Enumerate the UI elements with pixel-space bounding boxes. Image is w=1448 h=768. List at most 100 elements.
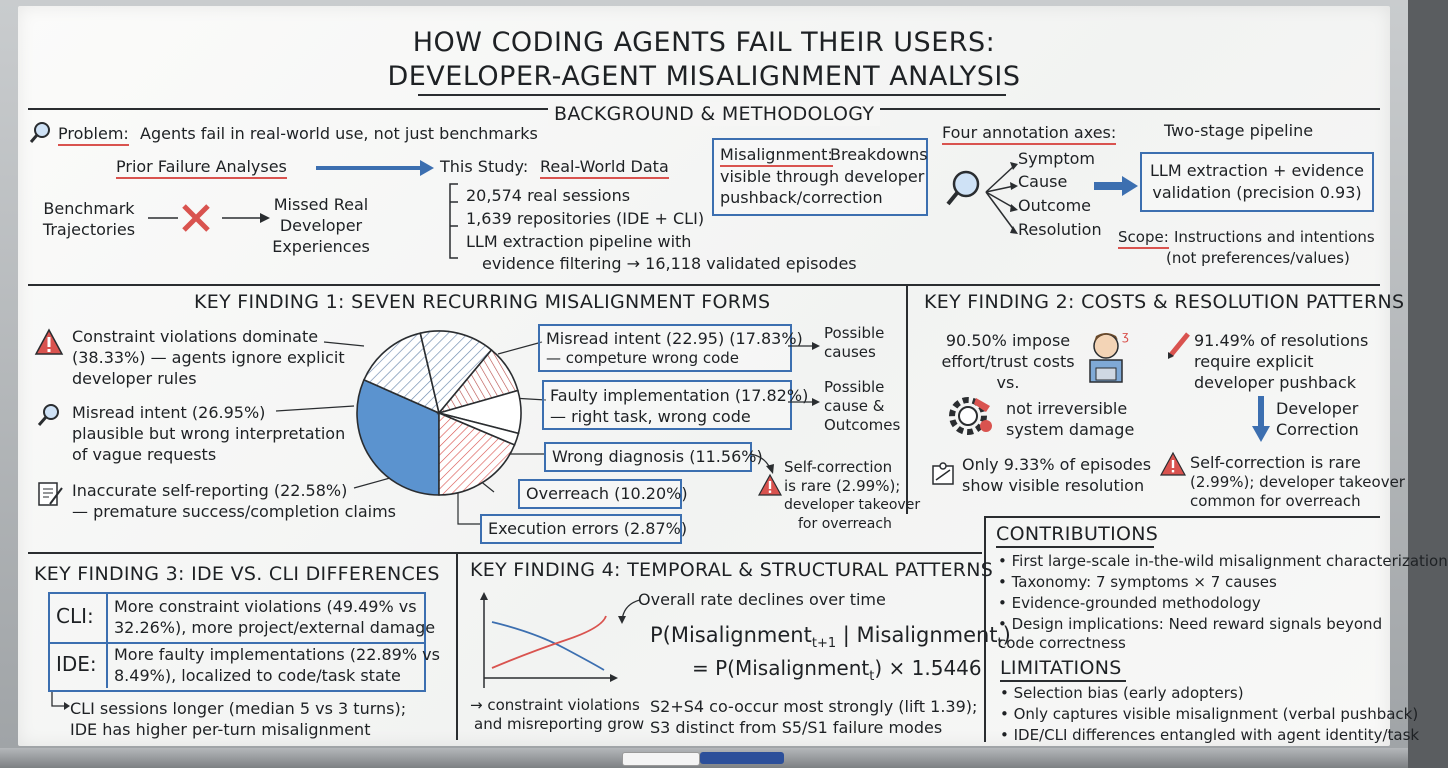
eq1-mid: | Misalignment bbox=[836, 623, 998, 647]
cooccur-text: S2+S4 co-occur most strongly (lift 1.39)… bbox=[650, 696, 977, 738]
possible1-line-2: causes bbox=[824, 343, 876, 361]
decline-pointer-arrow bbox=[618, 599, 641, 624]
problem-text: Agents fail in real-world use, not just … bbox=[140, 124, 538, 143]
selfcorr-line-4: for overreach bbox=[798, 516, 892, 532]
contribution-1: • First large-scale in-the-wild misalign… bbox=[998, 552, 1448, 570]
cost-line-2: effort/trust costs bbox=[941, 352, 1075, 371]
misalignment-definition-box: Misalignment: Breakdowns visible through… bbox=[712, 138, 928, 216]
bottom-top-rule bbox=[28, 552, 982, 554]
contribution-4a: • Design implications: Need reward signa… bbox=[998, 615, 1383, 633]
axis-resolution: Resolution bbox=[1018, 220, 1102, 239]
equation-line-1: P(Misalignmentt+1 | Misalignmentt) bbox=[650, 620, 1011, 659]
finding3-finding4-divider bbox=[456, 554, 458, 740]
limitations-underline bbox=[1000, 680, 1126, 682]
scope-text: Instructions and intentions bbox=[1174, 228, 1375, 246]
selfcorr-warning-icon bbox=[757, 473, 783, 496]
box-to-causes-arrows bbox=[788, 342, 820, 406]
pie-slice-faulty-implementation bbox=[419, 330, 493, 415]
limitation-1: • Selection bias (early adopters) bbox=[1000, 684, 1244, 702]
diagnosis-box-line: Wrong diagnosis (11.56%) bbox=[552, 447, 763, 466]
finding1-heading: KEY FINDING 1: SEVEN RECURRING MISALIGNM… bbox=[194, 291, 771, 313]
frustrated-developer-icon: ʒ bbox=[1089, 329, 1129, 383]
stat-repositories: 1,639 repositories (IDE + CLI) bbox=[466, 209, 705, 228]
selfcorr-line-2: is rare (2.99%); bbox=[784, 477, 901, 495]
decline-text: Overall rate declines over time bbox=[638, 590, 886, 609]
finding3-hook-arrow bbox=[51, 692, 70, 710]
ide-label: IDE: bbox=[56, 652, 97, 676]
overreach-box-line: Overreach (10.20%) bbox=[526, 484, 688, 503]
contrib-top-rule bbox=[984, 516, 1380, 518]
contrib-left-rule bbox=[984, 516, 986, 742]
ide-line-1: More faulty implementations (22.89% vs bbox=[114, 645, 440, 664]
misread-box-line-2: — competure wrong code bbox=[546, 349, 740, 367]
eq1-end: ) bbox=[1002, 623, 1011, 647]
finding1-finding2-divider bbox=[906, 284, 908, 514]
cli-label: CLI: bbox=[56, 604, 94, 628]
misalignment-pie-chart bbox=[356, 330, 522, 496]
magnifier-icon bbox=[29, 122, 50, 143]
finding4-heading: KEY FINDING 4: TEMPORAL & STRUCTURAL PAT… bbox=[470, 559, 994, 581]
possible2-line-1: Possible bbox=[824, 378, 885, 396]
finding-top-rule bbox=[28, 284, 1380, 286]
limitation-3: • IDE/CLI differences entangled with age… bbox=[1000, 726, 1420, 744]
pushback-text: 91.49% of resolutions require explicit d… bbox=[1194, 330, 1368, 393]
pushback-line-1: 91.49% of resolutions bbox=[1194, 331, 1369, 350]
wrong-diagnosis-box: Wrong diagnosis (11.56%) bbox=[544, 442, 763, 472]
f2-selfcorr-line-2: (2.99%); developer takeover bbox=[1190, 473, 1405, 491]
cost-damage-1: not irreversible bbox=[1006, 399, 1128, 418]
possible-causes: Possible causes bbox=[824, 324, 884, 362]
problem-label: Problem: bbox=[58, 123, 129, 146]
pie-slice-misread-intent bbox=[362, 332, 441, 415]
left-constraint-1: Constraint violations dominate bbox=[72, 327, 319, 346]
eq2-end: ) × 1.5446 bbox=[874, 656, 982, 680]
temporal-trend-plot bbox=[480, 592, 618, 688]
contributions-heading: CONTRIBUTIONS bbox=[996, 523, 1159, 545]
missed-experiences: Missed Real Developer Experiences bbox=[264, 194, 378, 257]
pushback-pencil-icon bbox=[1168, 332, 1190, 359]
scope-text-2: (not preferences/values) bbox=[1166, 249, 1350, 267]
title-line-2: DEVELOPER-AGENT MISALIGNMENT ANALYSIS bbox=[387, 61, 1021, 92]
visible-resolution: Only 9.33% of episodes show visible reso… bbox=[962, 454, 1151, 496]
marker-blue bbox=[700, 752, 784, 764]
diagnosis-to-selfcorr-arrow bbox=[749, 453, 774, 474]
execution-errors-box: Execution errors (2.87%) bbox=[480, 514, 687, 544]
eq1-sub-1: t+1 bbox=[811, 636, 837, 652]
cooccur-line-1: S2+S4 co-occur most strongly (lift 1.39)… bbox=[650, 697, 978, 716]
benchmark-line-1: Benchmark bbox=[43, 199, 135, 218]
left-misread-2: plausible but wrong interpretation bbox=[72, 424, 346, 443]
left-misread-3: of vague requests bbox=[72, 445, 217, 464]
title-line-1: HOW CODING AGENTS FAIL THEIR USERS: bbox=[412, 27, 996, 58]
finding2-heading: KEY FINDING 2: COSTS & RESOLUTION PATTER… bbox=[924, 291, 1405, 313]
faulty-implementation-box: Faulty implementation (17.82%) — right t… bbox=[542, 380, 808, 430]
svg-text:ʒ: ʒ bbox=[1122, 329, 1129, 343]
eq2-prefix: = P(Misalignment bbox=[692, 656, 870, 680]
equation-line-2: = P(Misalignmentt) × 1.5446 bbox=[692, 654, 982, 691]
finding3-note-2: IDE has higher per-turn misalignment bbox=[70, 720, 371, 739]
scope-label: Scope: bbox=[1118, 228, 1169, 249]
prior-to-study-arrow-icon bbox=[316, 160, 434, 176]
selfcorr-line-1: Self-correction bbox=[784, 458, 893, 476]
pushback-down-arrow-icon bbox=[1252, 396, 1270, 442]
left-selfreport-2: — premature success/completion claims bbox=[72, 502, 397, 521]
misread-intent-box: Misread intent (22.95) (17.83%) — compet… bbox=[538, 324, 803, 372]
finding3-note-1: CLI sessions longer (median 5 vs 3 turns… bbox=[70, 699, 407, 718]
cost-line-3: vs. bbox=[996, 373, 1020, 392]
contribution-3: • Evidence-grounded methodology bbox=[998, 594, 1261, 612]
contributions-underline bbox=[996, 546, 1154, 548]
limitation-2: • Only captures visible misalignment (ve… bbox=[1000, 705, 1419, 723]
axis-symptom: Symptom bbox=[1018, 149, 1096, 168]
eq1-prefix: P(Misalignment bbox=[650, 623, 812, 647]
axis-cause: Cause bbox=[1018, 172, 1068, 191]
pipeline-line-1: LLM extraction + evidence bbox=[1150, 161, 1364, 180]
declining-rate-line bbox=[491, 621, 605, 671]
study-text: Real-World Data bbox=[540, 156, 669, 179]
overreach-box: Overreach (10.20%) bbox=[518, 479, 688, 509]
correction-line-1: Developer bbox=[1276, 399, 1359, 418]
visible-line-2: show visible resolution bbox=[962, 476, 1145, 495]
stats-bracket bbox=[449, 183, 458, 259]
ide-separator bbox=[106, 642, 108, 688]
f2-selfcorr-line-3: common for overreach bbox=[1190, 492, 1361, 510]
misalignment-label: Misalignment: bbox=[720, 144, 833, 167]
misread-magnifier-icon bbox=[37, 404, 59, 426]
pipeline-title: Two-stage pipeline bbox=[1164, 121, 1314, 140]
